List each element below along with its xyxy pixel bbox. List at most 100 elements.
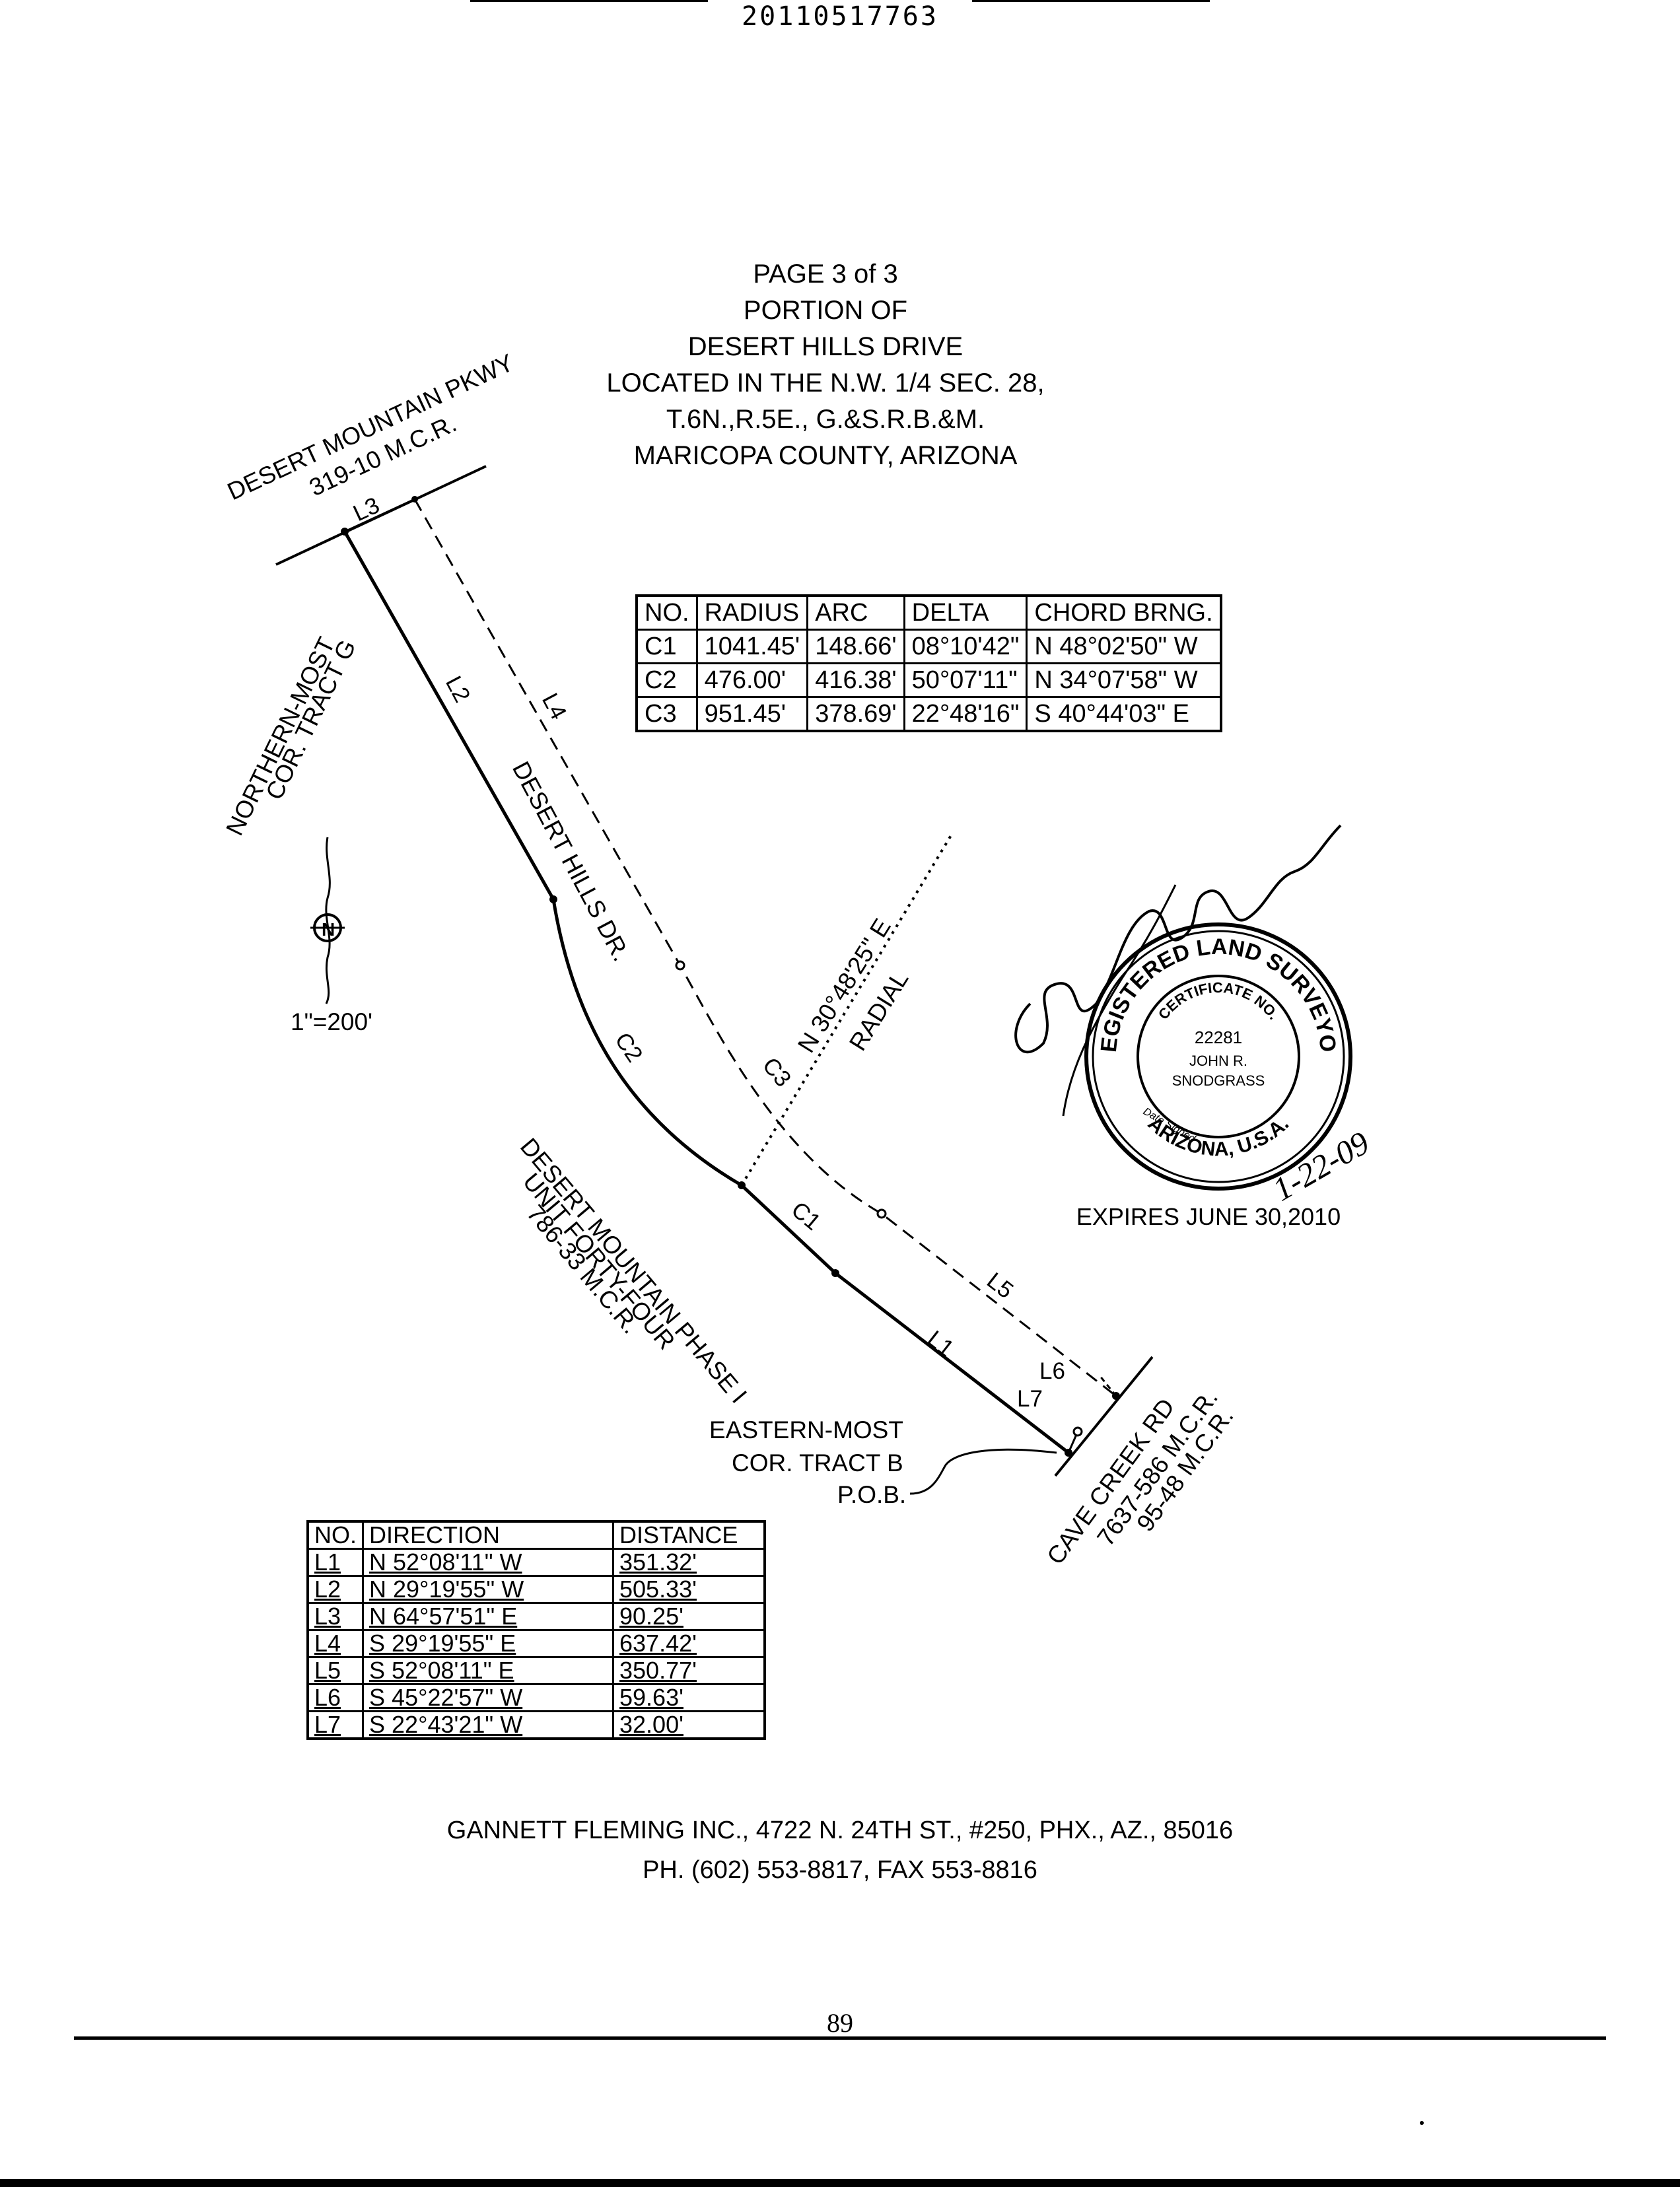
table-cell: N 52°08'11" W [362, 1548, 615, 1577]
seal-inner-text: CERTIFICATE NO. [1155, 979, 1282, 1023]
table-row: L6 S 45°22'57" W 59.63' [306, 1683, 766, 1712]
table-cell: L4 [306, 1629, 365, 1658]
table-cell: 416.38' [806, 662, 905, 698]
table-cell: L7 [306, 1710, 365, 1740]
seal-outer-text: REGISTERED LAND SURVEYOR [0, 0, 1341, 1053]
north-arrow-icon [310, 837, 345, 1004]
table-cell: S 52°08'11" E [362, 1656, 615, 1685]
title-line-page: PAGE 3 of 3 [753, 260, 898, 289]
curve-header-radius: RADIUS [695, 594, 809, 631]
curve-header-delta: DELTA [903, 594, 1028, 631]
scan-speck [1420, 2121, 1424, 2125]
scale-label: 1"=200' [291, 1008, 372, 1035]
label-L5: L5 [982, 1268, 1018, 1304]
table-row: C1 1041.45' 148.66' 08°10'42" N 48°02'50… [635, 629, 1222, 664]
top-rule-right [972, 0, 1210, 2]
surveyor-signature [1014, 824, 1342, 1054]
table-cell: 476.00' [695, 662, 809, 698]
table-cell: 08°10'42" [903, 629, 1028, 664]
curve-header-arc: ARC [806, 594, 905, 631]
tract-b-leader [909, 1448, 1057, 1495]
table-cell: C2 [635, 662, 698, 698]
table-cell: 378.69' [806, 696, 905, 732]
segment-L6 [1098, 1375, 1117, 1397]
table-cell: S 22°43'21" W [362, 1710, 615, 1740]
table-cell: N 64°57'51" E [362, 1602, 615, 1631]
label-L1: L1 [923, 1326, 959, 1362]
top-rule-left [470, 0, 708, 2]
table-cell: 59.63' [612, 1683, 766, 1712]
table-cell: L2 [306, 1575, 365, 1604]
table-cell: L3 [306, 1602, 365, 1631]
title-line-county: MARICOPA COUNTY, ARIZONA [633, 441, 1018, 470]
footer-phone: PH. (602) 553-8817, FAX 553-8816 [643, 1856, 1037, 1884]
table-cell: N 29°19'55" W [362, 1575, 615, 1604]
table-cell: C3 [635, 696, 698, 732]
street-label: DESERT HILLS DR. [507, 757, 635, 966]
table-cell: 22°48'16" [903, 696, 1028, 732]
table-cell: 90.25' [612, 1602, 766, 1631]
table-cell: 148.66' [806, 629, 905, 664]
table-cell: 32.00' [612, 1710, 766, 1740]
seal-name-2: SNODGRASS [1172, 1072, 1265, 1089]
seal-number: 22281 [1195, 1027, 1242, 1047]
table-row: C3 951.45' 378.69' 22°48'16" S 40°44'03"… [635, 696, 1222, 732]
table-cell: 637.42' [612, 1629, 766, 1658]
table-cell: 351.32' [612, 1548, 766, 1577]
cave-creek-line [1054, 1356, 1154, 1477]
line-header-no: NO. [306, 1520, 365, 1550]
company-footer: GANNETT FLEMING INC., 4722 N. 24TH ST., … [0, 1811, 1680, 1890]
table-cell: S 45°22'57" W [362, 1683, 615, 1712]
table-row: L5 S 52°08'11" E 350.77' [306, 1656, 766, 1685]
title-block: PAGE 3 of 3 PORTION OF DESERT HILLS DRIV… [462, 256, 1189, 474]
line-header-direction: DIRECTION [362, 1520, 615, 1550]
seal-name-1: JOHN R. [1189, 1053, 1247, 1069]
table-row: C2 476.00' 416.38' 50°07'11" N 34°07'58"… [635, 662, 1222, 698]
table-cell: 1041.45' [695, 629, 809, 664]
table-cell: 951.45' [695, 696, 809, 732]
footer-address: GANNETT FLEMING INC., 4722 N. 24TH ST., … [446, 1817, 1234, 1844]
table-row: L7 S 22°43'21" W 32.00' [306, 1710, 766, 1740]
centerline-path [343, 530, 1070, 1454]
table-cell: L1 [306, 1548, 365, 1577]
line-table-header: NO. DIRECTION DISTANCE [306, 1520, 766, 1550]
surveyor-signature-stroke [1062, 884, 1177, 1117]
title-line-street: DESERT HILLS DRIVE [687, 332, 963, 361]
table-cell: L5 [306, 1656, 365, 1685]
table-cell: 50°07'11" [903, 662, 1028, 698]
phase-label-1: DESERT MOUNTAIN PHASE I [515, 1133, 752, 1408]
tract-b-label-3: P.O.B. [837, 1481, 906, 1508]
label-L4: L4 [537, 689, 572, 724]
title-line-portion: PORTION OF [743, 296, 908, 325]
expiration-text: EXPIRES JUNE 30,2010 [1076, 1203, 1341, 1230]
title-line-location: LOCATED IN THE N.W. 1/4 SEC. 28, [606, 368, 1045, 398]
phase-label-2: UNIT FORTY-FOUR [518, 1168, 680, 1355]
dashed-line-L4-C3-L5 [413, 499, 1117, 1397]
title-line-township: T.6N.,R.5E., G.&S.R.B.&M. [666, 405, 985, 434]
table-cell: 350.77' [612, 1656, 766, 1685]
label-L6: L6 [1039, 1358, 1065, 1384]
point-markers [341, 496, 1120, 1457]
line-table: NO. DIRECTION DISTANCE L1 N 52°08'11" W … [306, 1520, 767, 1740]
table-cell: S 40°44'03" E [1026, 696, 1222, 732]
table-cell: C1 [635, 629, 698, 664]
bottom-rule [74, 2036, 1606, 2040]
table-cell: N 34°07'58" W [1026, 662, 1222, 698]
table-row: L3 N 64°57'51" E 90.25' [306, 1602, 766, 1631]
table-cell: 505.33' [612, 1575, 766, 1604]
pkwy-label-1: DESERT MOUNTAIN PKWY [223, 349, 518, 505]
table-row: L1 N 52°08'11" W 351.32' [306, 1548, 766, 1577]
curve-table: NO. RADIUS ARC DELTA CHORD BRNG. C1 1041… [635, 594, 1222, 732]
tract-b-label-1: EASTERN-MOST [709, 1416, 903, 1443]
line-header-distance: DISTANCE [612, 1520, 766, 1550]
table-row: L2 N 29°19'55" W 505.33' [306, 1575, 766, 1604]
label-L7: L7 [1017, 1386, 1043, 1412]
curve-table-header: NO. RADIUS ARC DELTA CHORD BRNG. [635, 594, 1222, 631]
table-cell: S 29°19'55" E [362, 1629, 615, 1658]
label-C3: C3 [757, 1053, 796, 1092]
label-C2: C2 [610, 1028, 647, 1067]
table-cell: L6 [306, 1683, 365, 1712]
scan-bottom-edge [0, 2179, 1680, 2187]
segment-L3 [344, 498, 415, 533]
